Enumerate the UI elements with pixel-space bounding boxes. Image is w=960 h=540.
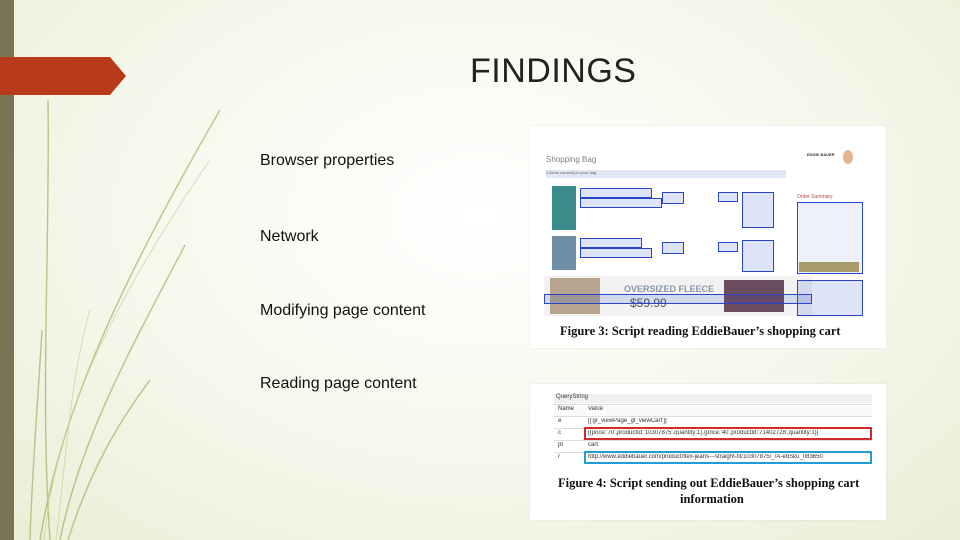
- figure-4-caption-line2: information: [680, 492, 744, 506]
- row-name: e: [558, 418, 562, 424]
- shopping-bag-screenshot: Shopping Bag 2 items currently in your b…: [542, 136, 872, 316]
- highlight-side-note: [797, 280, 863, 316]
- querystring-header-row: Name Value: [554, 404, 872, 416]
- decorative-lines: [29, 99, 221, 540]
- row-name: pt: [558, 442, 564, 448]
- querystring-title: QueryString: [554, 394, 872, 403]
- querystring-title-text: QueryString: [556, 394, 589, 400]
- order-summary-panel: EDDIE BAUER Order Summary: [797, 150, 867, 320]
- highlight-item2-name: [580, 238, 642, 248]
- banner-fleece-image: [724, 280, 784, 312]
- figure-4-screenshot: QueryString Name Value e [['gr_viewPage_…: [530, 384, 886, 520]
- left-accent-bar: [0, 0, 14, 540]
- bullet-browser-properties: Browser properties: [260, 152, 395, 169]
- highlight-item2-details: [580, 248, 652, 258]
- table-row: pt cart: [554, 440, 872, 452]
- table-row: e [['gr_viewPage_gt_viewCart']]: [554, 416, 872, 428]
- bullet-reading-page-content: Reading page content: [260, 375, 417, 392]
- figure-3-screenshot: Shopping Bag 2 items currently in your b…: [530, 126, 886, 348]
- figure-3-caption: Figure 3: Script reading EddieBauer’s sh…: [560, 324, 841, 338]
- highlight-item1-name: [580, 188, 652, 198]
- highlight-banner: [544, 294, 812, 304]
- title-accent-tab: [0, 57, 126, 95]
- row-name: r: [558, 454, 560, 460]
- row-value: http://www.eddiebauer.com/product/flex-j…: [588, 454, 823, 460]
- highlight-item2-price: [718, 242, 738, 252]
- column-value-header: Value: [588, 406, 603, 412]
- product-image-jeans: [552, 186, 576, 230]
- avatar: [843, 150, 853, 164]
- querystring-table: QueryString Name Value e [['gr_viewPage_…: [554, 394, 872, 469]
- column-name-header: Name: [558, 406, 575, 412]
- highlight-item1-details: [580, 198, 662, 208]
- checkout-button: [799, 262, 859, 272]
- shopping-bag-title: Shopping Bag: [546, 155, 597, 164]
- slide-title: FINDINGS: [470, 52, 637, 90]
- banner-headline: OVERSIZED FLEECE: [624, 284, 715, 294]
- highlight-cart-value: [584, 427, 872, 440]
- row-value: [{price:'70',productId:'10307875',quanti…: [588, 430, 819, 436]
- bag-subtitle: 2 items currently in your bag: [546, 170, 786, 178]
- highlight-item1-total: [742, 192, 774, 228]
- bullet-modifying-page-content: Modifying page content: [260, 302, 426, 319]
- row-value: [['gr_viewPage_gt_viewCart']]: [588, 418, 667, 424]
- highlight-item2-total: [742, 240, 774, 272]
- highlight-item1-price: [718, 192, 738, 202]
- promo-banner: OVERSIZED FLEECE $59.99: [544, 276, 812, 316]
- figure-4-caption-line1: Figure 4: Script sending out EddieBauer’…: [558, 476, 860, 490]
- banner-photo: [550, 278, 600, 314]
- order-summary-label: Order Summary: [797, 194, 833, 200]
- row-name: c: [558, 430, 561, 436]
- highlight-referrer-value: [584, 451, 872, 464]
- bullet-network: Network: [260, 228, 319, 245]
- product-image-belt: [552, 236, 576, 270]
- highlight-item2-qty: [662, 242, 684, 254]
- brand-logo: EDDIE BAUER: [807, 152, 835, 157]
- row-value: cart: [588, 442, 599, 448]
- highlight-item1-qty: [662, 192, 684, 204]
